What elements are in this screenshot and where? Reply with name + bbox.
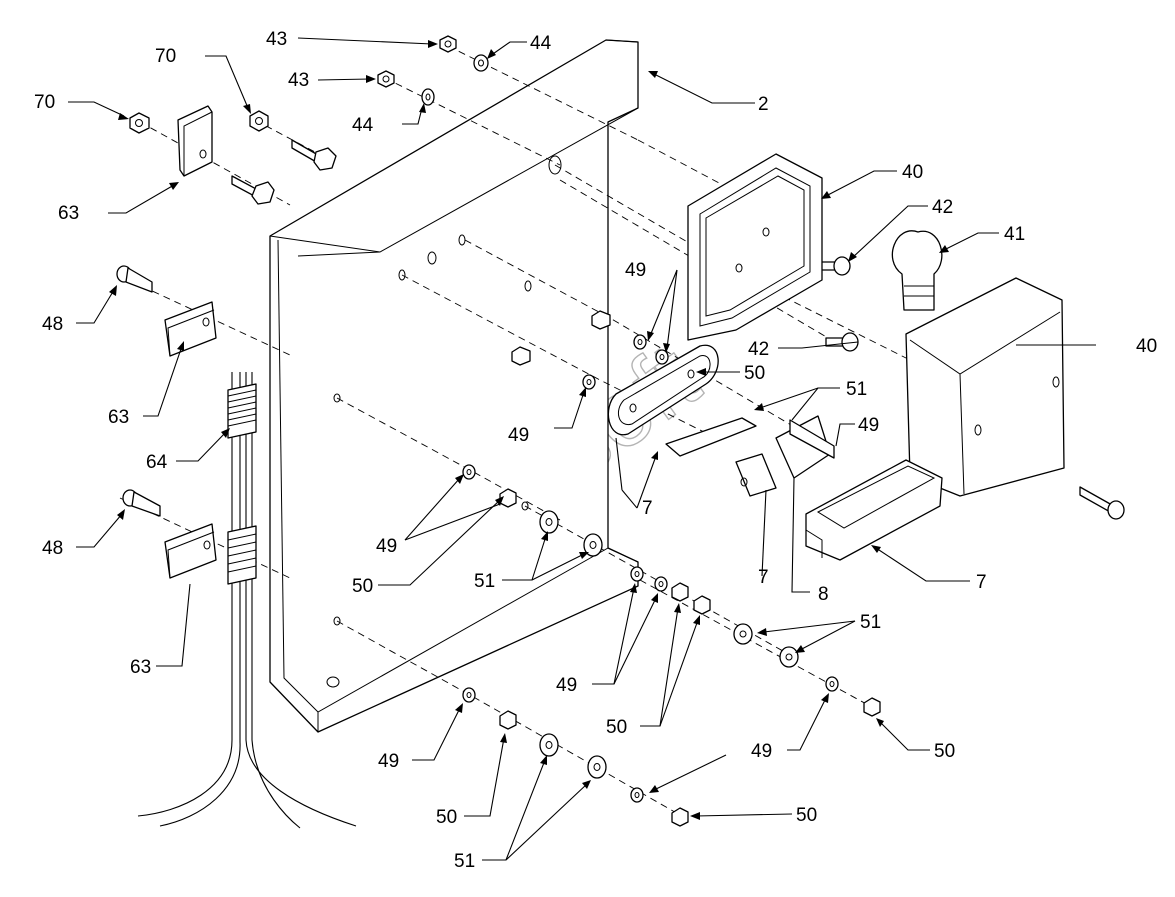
callout-49e: 49 (556, 675, 577, 696)
nut-43-top (439, 35, 457, 53)
callout-labels: 43 44 70 43 70 44 2 63 40 42 41 49 48 42… (34, 29, 1157, 872)
callout-7a: 7 (642, 498, 653, 519)
nut-50-e (671, 582, 689, 602)
nut-70-left (129, 112, 150, 134)
strip-7-small (665, 417, 757, 457)
callout-40b: 40 (1136, 336, 1157, 357)
callout-2: 2 (758, 94, 769, 115)
bulb-41 (891, 230, 943, 311)
callout-50c: 50 (606, 717, 627, 738)
washer-49-i (630, 787, 644, 803)
washer-51-mid-a (539, 510, 559, 534)
callout-43b: 43 (288, 70, 309, 91)
callout-42a: 42 (932, 197, 953, 218)
washer-44-top (473, 54, 489, 72)
callout-50a: 50 (744, 363, 765, 384)
callout-50f: 50 (796, 805, 817, 826)
screw-42-top (817, 256, 851, 276)
callout-49f: 49 (751, 741, 772, 762)
bolt-lamp (1079, 486, 1125, 520)
washer-51-h (539, 733, 559, 757)
callout-64: 64 (146, 452, 168, 473)
washer-51-e (733, 623, 753, 645)
washer-51-f (779, 646, 799, 668)
washer-49-a (633, 334, 647, 350)
callout-49c: 49 (508, 425, 529, 446)
bolt-lower (231, 175, 275, 205)
callout-63a: 63 (58, 203, 79, 224)
nut-upper-panel (591, 310, 611, 330)
nut-50-f (693, 595, 711, 615)
nut-43-second (377, 70, 395, 88)
callout-44a: 44 (530, 33, 552, 54)
callout-49a: 49 (625, 260, 646, 281)
wiring-harness-64 (137, 372, 357, 829)
leader-lines (68, 37, 1096, 861)
nut-mid-panel (511, 346, 531, 366)
bolt-48-top (116, 265, 153, 293)
nut-50-g (863, 697, 881, 717)
callout-51c: 51 (860, 612, 881, 633)
callout-51b: 51 (474, 571, 495, 592)
callout-49g: 49 (378, 751, 399, 772)
bracket-63-middle (164, 301, 217, 357)
washer-49-b (655, 349, 669, 365)
callout-51a: 51 (846, 379, 867, 400)
callout-63c: 63 (130, 657, 151, 678)
callout-40a: 40 (902, 162, 923, 183)
callout-70b: 70 (34, 92, 55, 113)
bracket-7-small (735, 453, 777, 497)
gasket-7 (607, 344, 719, 436)
callout-50e: 50 (436, 807, 457, 828)
hardware (116, 35, 1125, 827)
washer-49-g (825, 676, 839, 692)
callout-63b: 63 (108, 407, 129, 428)
callout-70a: 70 (155, 46, 176, 67)
mounting-panel (269, 39, 639, 733)
callout-43a: 43 (266, 29, 287, 50)
callout-41: 41 (1004, 224, 1025, 245)
callout-50b: 50 (352, 576, 373, 597)
washer-49-h (462, 687, 476, 703)
spacer-8 (775, 415, 835, 479)
bracket-63-top (177, 105, 213, 177)
callout-42b: 42 (748, 339, 769, 360)
washer-49-f (654, 576, 668, 592)
washer-49-c (582, 374, 596, 390)
nut-70-right (249, 110, 269, 132)
washer-49-d (462, 464, 476, 480)
bolt-upper (291, 139, 337, 171)
bolt-48-lower (122, 489, 161, 517)
nut-50-i (671, 807, 689, 827)
callout-51d: 51 (454, 851, 475, 872)
nut-50-h (499, 710, 517, 730)
callout-48a: 48 (42, 314, 63, 335)
bracket-63-lower (164, 523, 217, 579)
screw-42-lower (825, 332, 859, 352)
washer-51-i (587, 755, 607, 779)
callout-50d: 50 (934, 741, 955, 762)
washer-51-mid-b (583, 533, 603, 557)
callout-7b: 7 (758, 567, 769, 588)
reflector-bar-7 (805, 459, 943, 561)
callout-49d: 49 (376, 536, 397, 557)
callout-48b: 48 (42, 538, 63, 559)
callout-49b: 49 (858, 415, 879, 436)
washer-44-second (421, 88, 435, 106)
lamp-frame-40 (687, 153, 823, 341)
callout-8: 8 (818, 584, 829, 605)
callout-7c: 7 (976, 572, 987, 593)
lamp-housing-40 (905, 277, 1065, 497)
callout-44b: 44 (352, 115, 374, 136)
washer-49-e (630, 566, 644, 582)
